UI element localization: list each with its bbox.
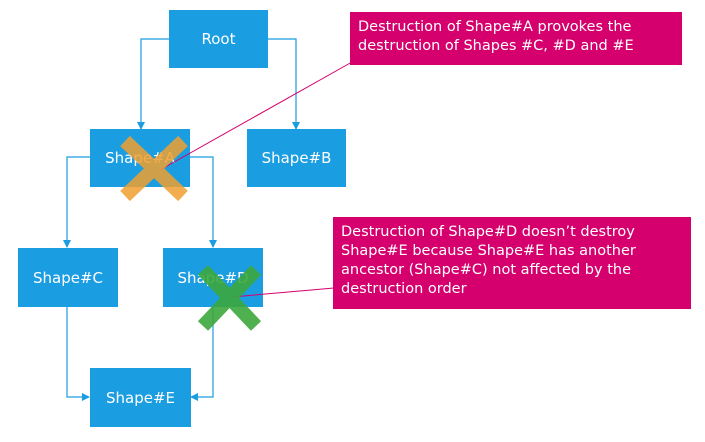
callout-d-line-3: ancestor (Shape#C) not affected by the <box>341 262 631 278</box>
edge-shape-a-to-shape-c <box>63 156 90 248</box>
callout-d-line-2: Shape#E because Shape#E has another <box>341 243 636 259</box>
node-shape-e[interactable]: Shape#E <box>90 368 191 427</box>
edge-root-to-shape-b <box>268 38 300 130</box>
callout-shape-d-destruction: Destruction of Shape#D doesn’t destroy S… <box>333 217 691 309</box>
callout-a-line-2: destruction of Shapes #C, #D and #E <box>358 38 634 54</box>
node-shape-b[interactable]: Shape#B <box>247 129 346 187</box>
edge-shape-c-to-shape-e <box>66 307 90 401</box>
node-root[interactable]: Root <box>169 10 268 68</box>
leader-line-callout-d <box>231 287 335 298</box>
leader-line-callout-a <box>159 61 353 171</box>
callout-d-line-4: destruction order <box>341 281 467 297</box>
callout-d-line-1: Destruction of Shape#D doesn’t destroy <box>341 224 635 240</box>
callout-a-line-1: Destruction of Shape#A provokes the <box>358 19 632 35</box>
node-shape-c[interactable]: Shape#C <box>18 248 118 307</box>
edge-root-to-shape-a <box>137 38 169 130</box>
edge-shape-d-to-shape-e <box>190 307 214 401</box>
cross-mark-icon <box>197 265 262 331</box>
cross-mark-icon <box>120 135 188 202</box>
edge-shape-a-to-shape-d <box>190 156 217 248</box>
callout-shape-a-destruction: Destruction of Shape#A provokes the dest… <box>350 12 682 65</box>
